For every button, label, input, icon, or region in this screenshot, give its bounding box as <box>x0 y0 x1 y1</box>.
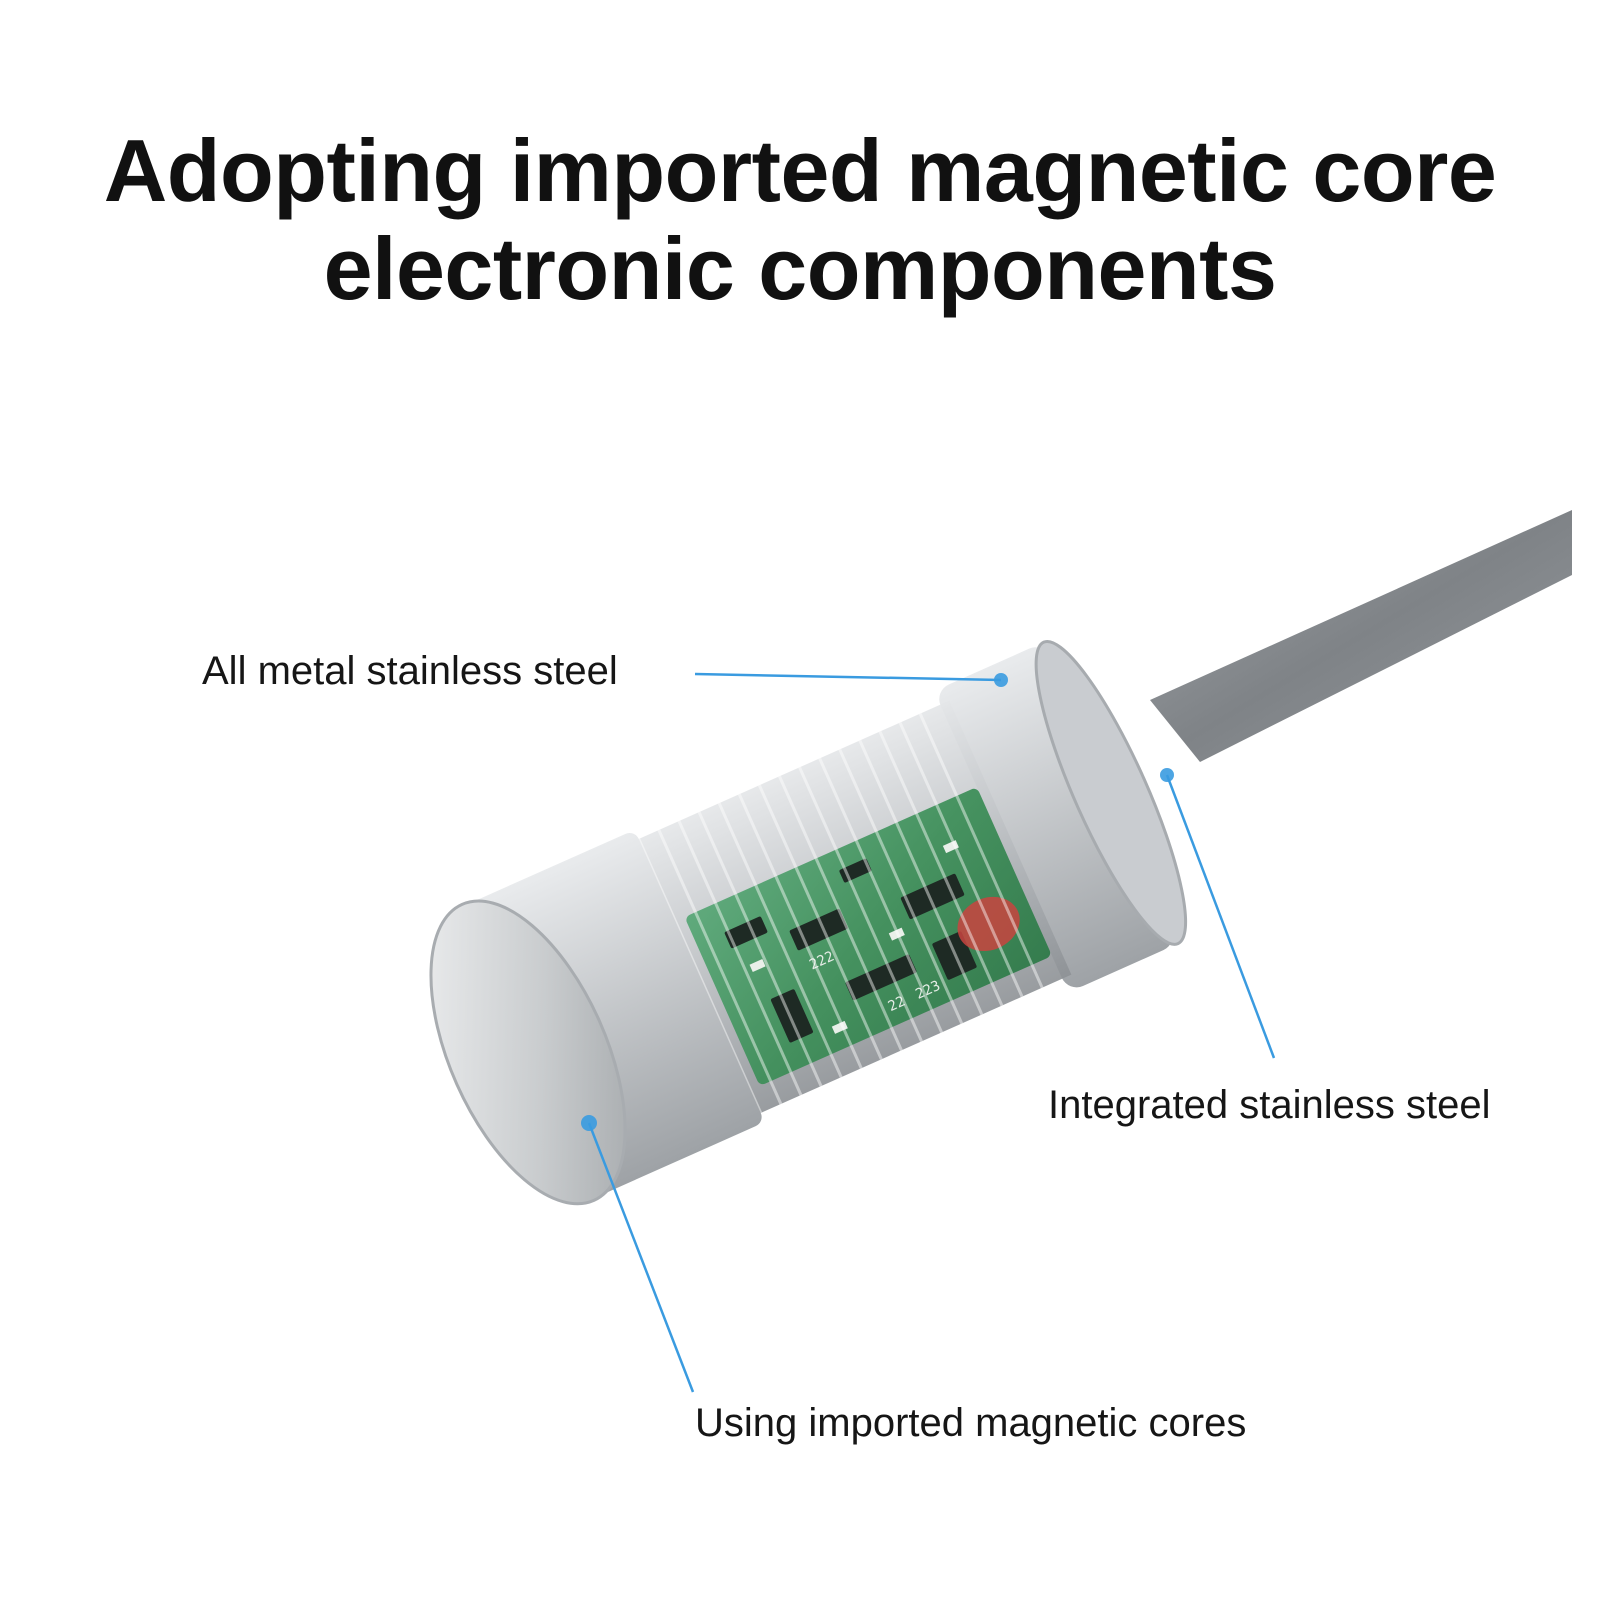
callout-magnetic-cores: Using imported magnetic cores <box>695 1401 1247 1445</box>
pcb-marking-2: 22 <box>886 994 908 1015</box>
front-steel-cap <box>464 832 762 1197</box>
callout-stainless-steel-body: All metal stainless steel <box>202 649 618 693</box>
rear-steel-collar <box>939 647 1173 988</box>
leader-dot-right <box>1160 768 1174 782</box>
page-title: Adopting imported magnetic core electron… <box>0 122 1600 318</box>
leader-lines <box>581 672 1276 1393</box>
leader-dot-bottom <box>581 1115 597 1131</box>
leader-dot-top <box>994 673 1008 687</box>
sensing-face <box>429 899 627 1206</box>
title-line-2: electronic components <box>323 219 1277 318</box>
title-line-1: Adopting imported magnetic core <box>103 121 1497 220</box>
callout-integrated-steel: Integrated stainless steel <box>1048 1083 1491 1127</box>
sensor-cable <box>1150 510 1572 762</box>
